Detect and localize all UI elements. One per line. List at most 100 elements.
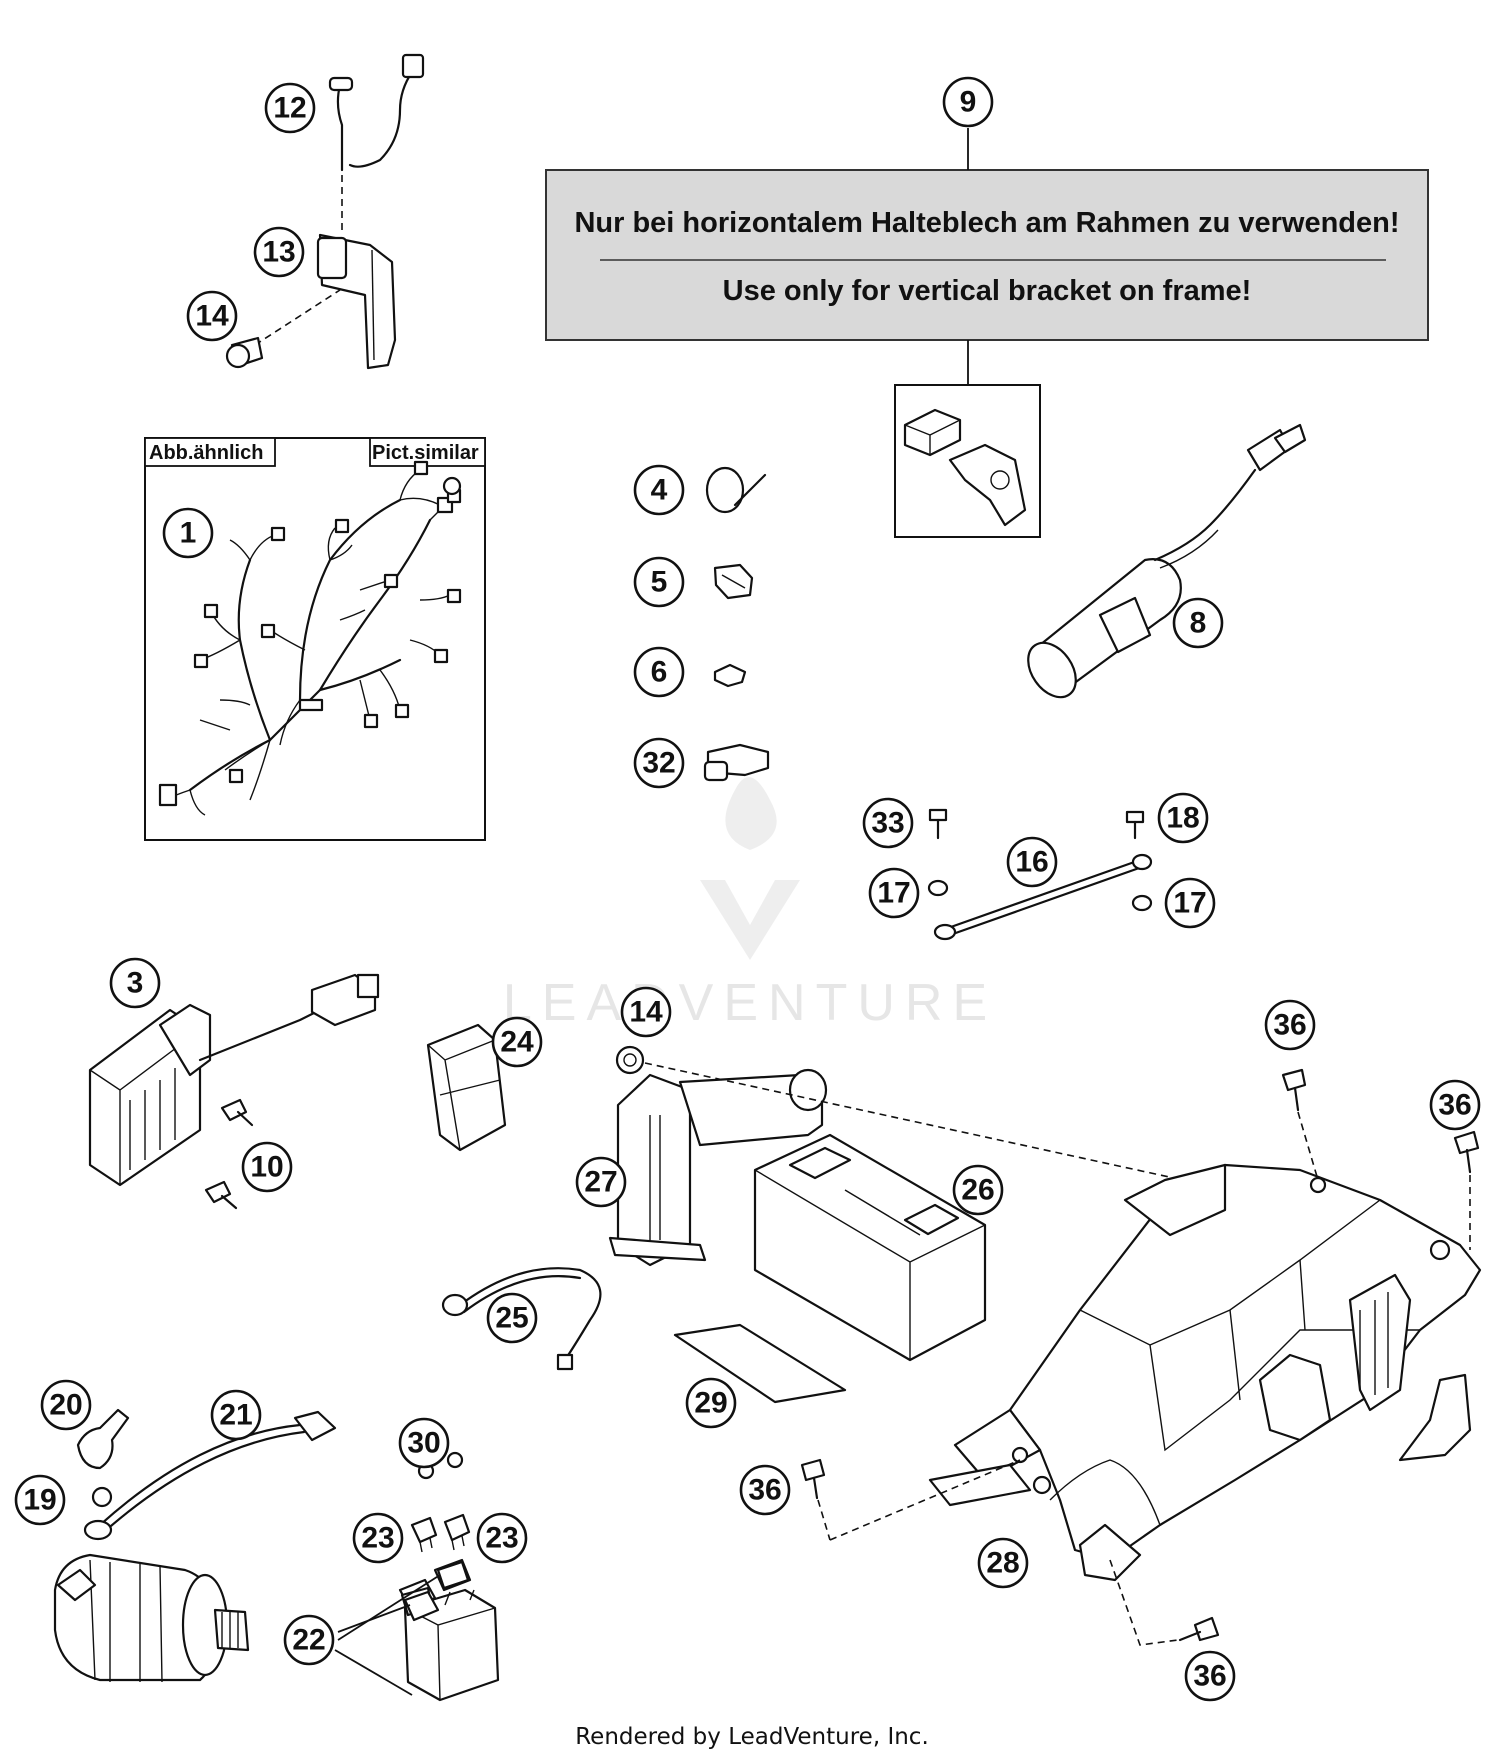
svg-text:27: 27 [584,1166,617,1199]
callout-14-lower: 14 [620,986,672,1038]
leader-22-b [337,1574,441,1641]
note-line-german: Nur bei horizontalem Halteblech am Rahme… [574,207,1399,239]
mounting-bracket-part [254,233,397,370]
svg-text:21: 21 [219,1399,252,1432]
nut-part-19 [91,1486,113,1508]
callout-5: 5 [633,556,685,608]
callout-24: 24 [491,1016,543,1068]
bracket-kit-box [894,384,1041,538]
relay-small-b [436,1560,470,1590]
terminal-cap-part-20 [76,1408,130,1470]
callout-10: 10 [241,1141,293,1193]
note-box: Nur bei horizontalem Halteblech am Rahme… [545,169,1429,341]
callout-36-left: 36 [739,1464,791,1516]
callout-26: 26 [952,1164,1004,1216]
bolt-10a [220,1098,254,1127]
callout-23b: 23 [476,1512,528,1564]
wiring-harness-drawing [158,460,462,816]
svg-text:16: 16 [1015,846,1048,879]
callout-23a: 23 [352,1512,404,1564]
inset-tag-english: Pict.similar [372,442,479,464]
svg-text:4: 4 [651,474,668,507]
callout-33: 33 [862,797,914,849]
callout-8: 8 [1172,597,1224,649]
callout-32: 32 [633,737,685,789]
svg-text:30: 30 [407,1427,440,1460]
capacitor-part [1027,423,1307,699]
inset-tag-german: Abb.ähnlich [149,442,263,464]
screw-36b [1453,1130,1480,1174]
flange-nut-14b [615,1045,645,1075]
battery-part-26 [753,1133,987,1362]
dash-36d [1109,1559,1179,1646]
svg-text:1: 1 [180,517,197,550]
svg-text:26: 26 [961,1174,994,1207]
callout-16: 16 [1006,836,1058,888]
battery-cable-part-25 [441,1267,602,1371]
voltage-regulator-part [88,973,380,1187]
callout-29: 29 [685,1377,737,1429]
screw-30b [446,1451,464,1469]
screw-36d [1178,1616,1220,1642]
svg-text:8: 8 [1190,607,1207,640]
callout-36-top: 36 [1264,999,1316,1051]
battery-box-part-28 [928,1163,1482,1582]
callout-28: 28 [977,1537,1029,1589]
ignition-plug-part [328,53,425,230]
relay-small-a [403,1590,440,1622]
svg-text:3: 3 [127,967,144,1000]
connector-part-32 [703,743,770,782]
svg-text:36: 36 [1273,1009,1306,1042]
svg-text:23: 23 [361,1522,394,1555]
washer-17a [927,879,949,897]
svg-text:33: 33 [871,807,904,840]
leader-22-a [337,1604,411,1633]
callout-6: 6 [633,646,685,698]
leader-22-c [334,1649,413,1696]
svg-text:32: 32 [642,747,675,780]
starter-motor-part [53,1553,250,1683]
svg-text:13: 13 [262,236,295,269]
callout-13: 13 [253,226,305,278]
callout-17b: 17 [1164,877,1216,929]
svg-text:18: 18 [1166,802,1199,835]
callout-17a: 17 [868,867,920,919]
callout-22: 22 [283,1614,335,1666]
cable-tie-part [705,466,767,514]
screw-33 [928,808,948,840]
svg-text:5: 5 [651,566,668,599]
svg-text:36: 36 [1438,1089,1471,1122]
screw-36a [1281,1068,1307,1112]
callout-3: 3 [109,957,161,1009]
note-line-english: Use only for vertical bracket on frame! [723,275,1252,307]
svg-text:17: 17 [1173,887,1206,920]
screw-36c [800,1458,826,1500]
ground-strap-16 [933,853,1153,941]
battery-holder-part-27 [608,1068,828,1267]
svg-text:12: 12 [273,92,306,125]
washer-17b [1131,894,1153,912]
watermark-text: LEADVENTURE [503,974,997,1032]
svg-text:29: 29 [694,1387,727,1420]
svg-text:10: 10 [250,1151,283,1184]
svg-text:36: 36 [748,1474,781,1507]
svg-text:14: 14 [195,300,229,333]
svg-text:20: 20 [49,1389,82,1422]
fuse-23a [410,1516,438,1553]
svg-text:19: 19 [23,1484,56,1517]
callout-14: 14 [186,290,238,342]
callout-30: 30 [398,1417,450,1469]
callout-36-bottom: 36 [1184,1650,1236,1702]
callout-21: 21 [210,1389,262,1441]
small-clip-part [713,663,747,688]
svg-text:14: 14 [629,996,663,1029]
callout-19: 19 [14,1474,66,1526]
svg-text:28: 28 [986,1547,1019,1580]
callout-25: 25 [486,1292,538,1344]
callout-12: 12 [264,82,316,134]
cable-clip-part [713,563,754,600]
bolt-10b [204,1180,238,1210]
callout-20: 20 [40,1379,92,1431]
callout-18: 18 [1157,792,1209,844]
